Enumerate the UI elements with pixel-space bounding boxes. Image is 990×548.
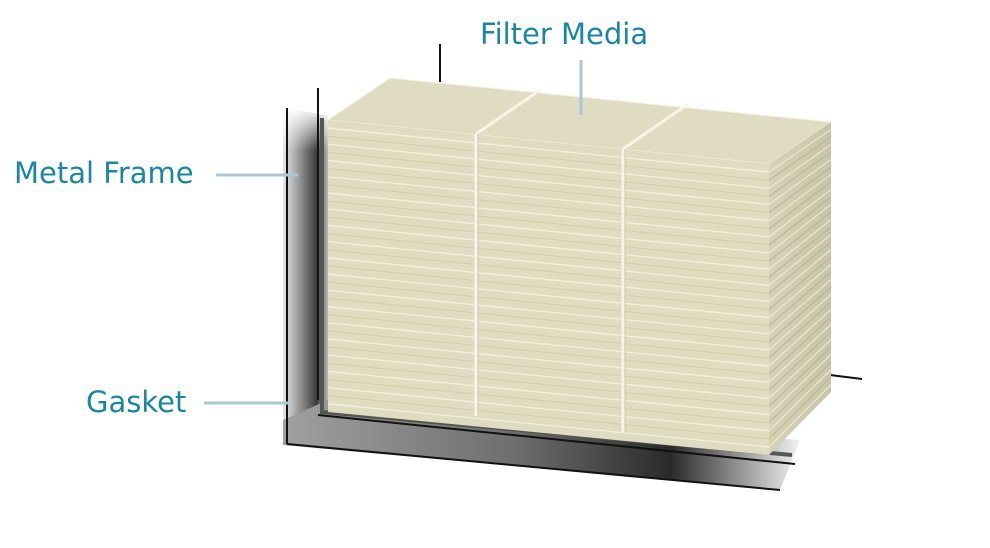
pleat-line-front bbox=[327, 224, 770, 270]
pleat-line-side bbox=[768, 174, 832, 222]
gasket-label: Gasket bbox=[86, 385, 187, 419]
pleat-line-front bbox=[327, 265, 770, 310]
pleat-line-side bbox=[768, 226, 832, 278]
pleat-line-front bbox=[327, 127, 770, 173]
filter-media-label: Filter Media bbox=[480, 17, 649, 51]
pleat-line-front bbox=[327, 403, 770, 448]
pleat-line-side bbox=[768, 309, 832, 367]
pleat-line-side bbox=[768, 196, 832, 246]
pleat-line-side bbox=[768, 286, 832, 343]
filter-media-block bbox=[326, 77, 833, 455]
pleat-line-side bbox=[768, 376, 832, 440]
pleat-line-side bbox=[768, 346, 832, 407]
pleat-line-side bbox=[768, 324, 832, 383]
metal-frame-label: Metal Frame bbox=[14, 156, 194, 190]
pleat-line-side bbox=[768, 144, 832, 189]
pleat-line-side bbox=[768, 271, 832, 327]
pleat-line-front bbox=[327, 370, 770, 416]
leader-lines bbox=[204, 60, 583, 405]
pleat-line-side bbox=[768, 219, 832, 270]
pleat-line-side bbox=[768, 189, 832, 238]
pleat-line-front bbox=[327, 216, 770, 262]
pleat-line-side bbox=[768, 241, 832, 294]
pleat-line-front bbox=[327, 160, 770, 205]
pleat-line-front bbox=[327, 387, 770, 432]
pleat-line-front bbox=[327, 289, 770, 335]
pleat-line-side bbox=[768, 151, 832, 197]
pleat-line-side bbox=[768, 361, 832, 424]
pleat-line-front bbox=[327, 314, 770, 359]
pleat-line-side bbox=[768, 181, 832, 230]
pleat-line-front bbox=[327, 176, 770, 222]
pleat-line-front bbox=[327, 241, 770, 286]
pleat-line-side bbox=[768, 264, 832, 318]
pleat-line-front bbox=[327, 330, 770, 375]
pleat-line-side bbox=[768, 211, 832, 262]
pleat-line-side bbox=[768, 384, 832, 448]
pleat-line-side bbox=[768, 354, 832, 415]
pleat-line-front bbox=[327, 257, 770, 302]
pleat-line-front bbox=[327, 273, 770, 319]
pleat-line-side bbox=[768, 339, 832, 399]
pleat-line-side bbox=[768, 369, 832, 432]
pleat-line-front bbox=[327, 200, 770, 246]
pleat-line-front bbox=[327, 362, 770, 407]
pleat-line-side bbox=[768, 204, 832, 254]
pleat-line-front bbox=[327, 135, 770, 181]
pleat-line-front bbox=[327, 233, 770, 278]
pleat-line-side bbox=[768, 279, 832, 335]
pleat-line-front bbox=[327, 208, 770, 254]
pleat-line-front bbox=[327, 338, 770, 383]
pleat-line-side bbox=[768, 234, 832, 286]
pleat-line-front bbox=[327, 322, 770, 367]
pleat-line-front bbox=[327, 306, 770, 351]
pleat-line-front bbox=[327, 379, 770, 424]
pleat-line-side bbox=[768, 294, 832, 351]
pleat-line-side bbox=[768, 136, 832, 181]
pleat-line-side bbox=[768, 129, 832, 173]
pleat-line-front bbox=[327, 395, 770, 440]
pleat-line-front bbox=[327, 354, 770, 399]
pleat-line-front bbox=[327, 152, 770, 197]
pleat-line-front bbox=[327, 168, 770, 213]
pleat-line-side bbox=[768, 256, 832, 310]
pleat-lines bbox=[327, 127, 832, 448]
pleat-line-front bbox=[327, 298, 770, 343]
pleat-line-front bbox=[327, 281, 770, 327]
pleat-line-side bbox=[768, 249, 832, 302]
pleat-line-front bbox=[327, 249, 770, 294]
pleat-line-front bbox=[327, 143, 770, 189]
pleat-line-front bbox=[327, 184, 770, 230]
pleat-line-side bbox=[768, 316, 832, 375]
pleat-line-side bbox=[768, 166, 832, 213]
pleat-line-side bbox=[768, 301, 832, 359]
pleat-line-front bbox=[327, 346, 770, 391]
pleat-line-side bbox=[768, 331, 832, 391]
pleat-line-front bbox=[327, 192, 770, 238]
pleat-line-side bbox=[768, 159, 832, 205]
